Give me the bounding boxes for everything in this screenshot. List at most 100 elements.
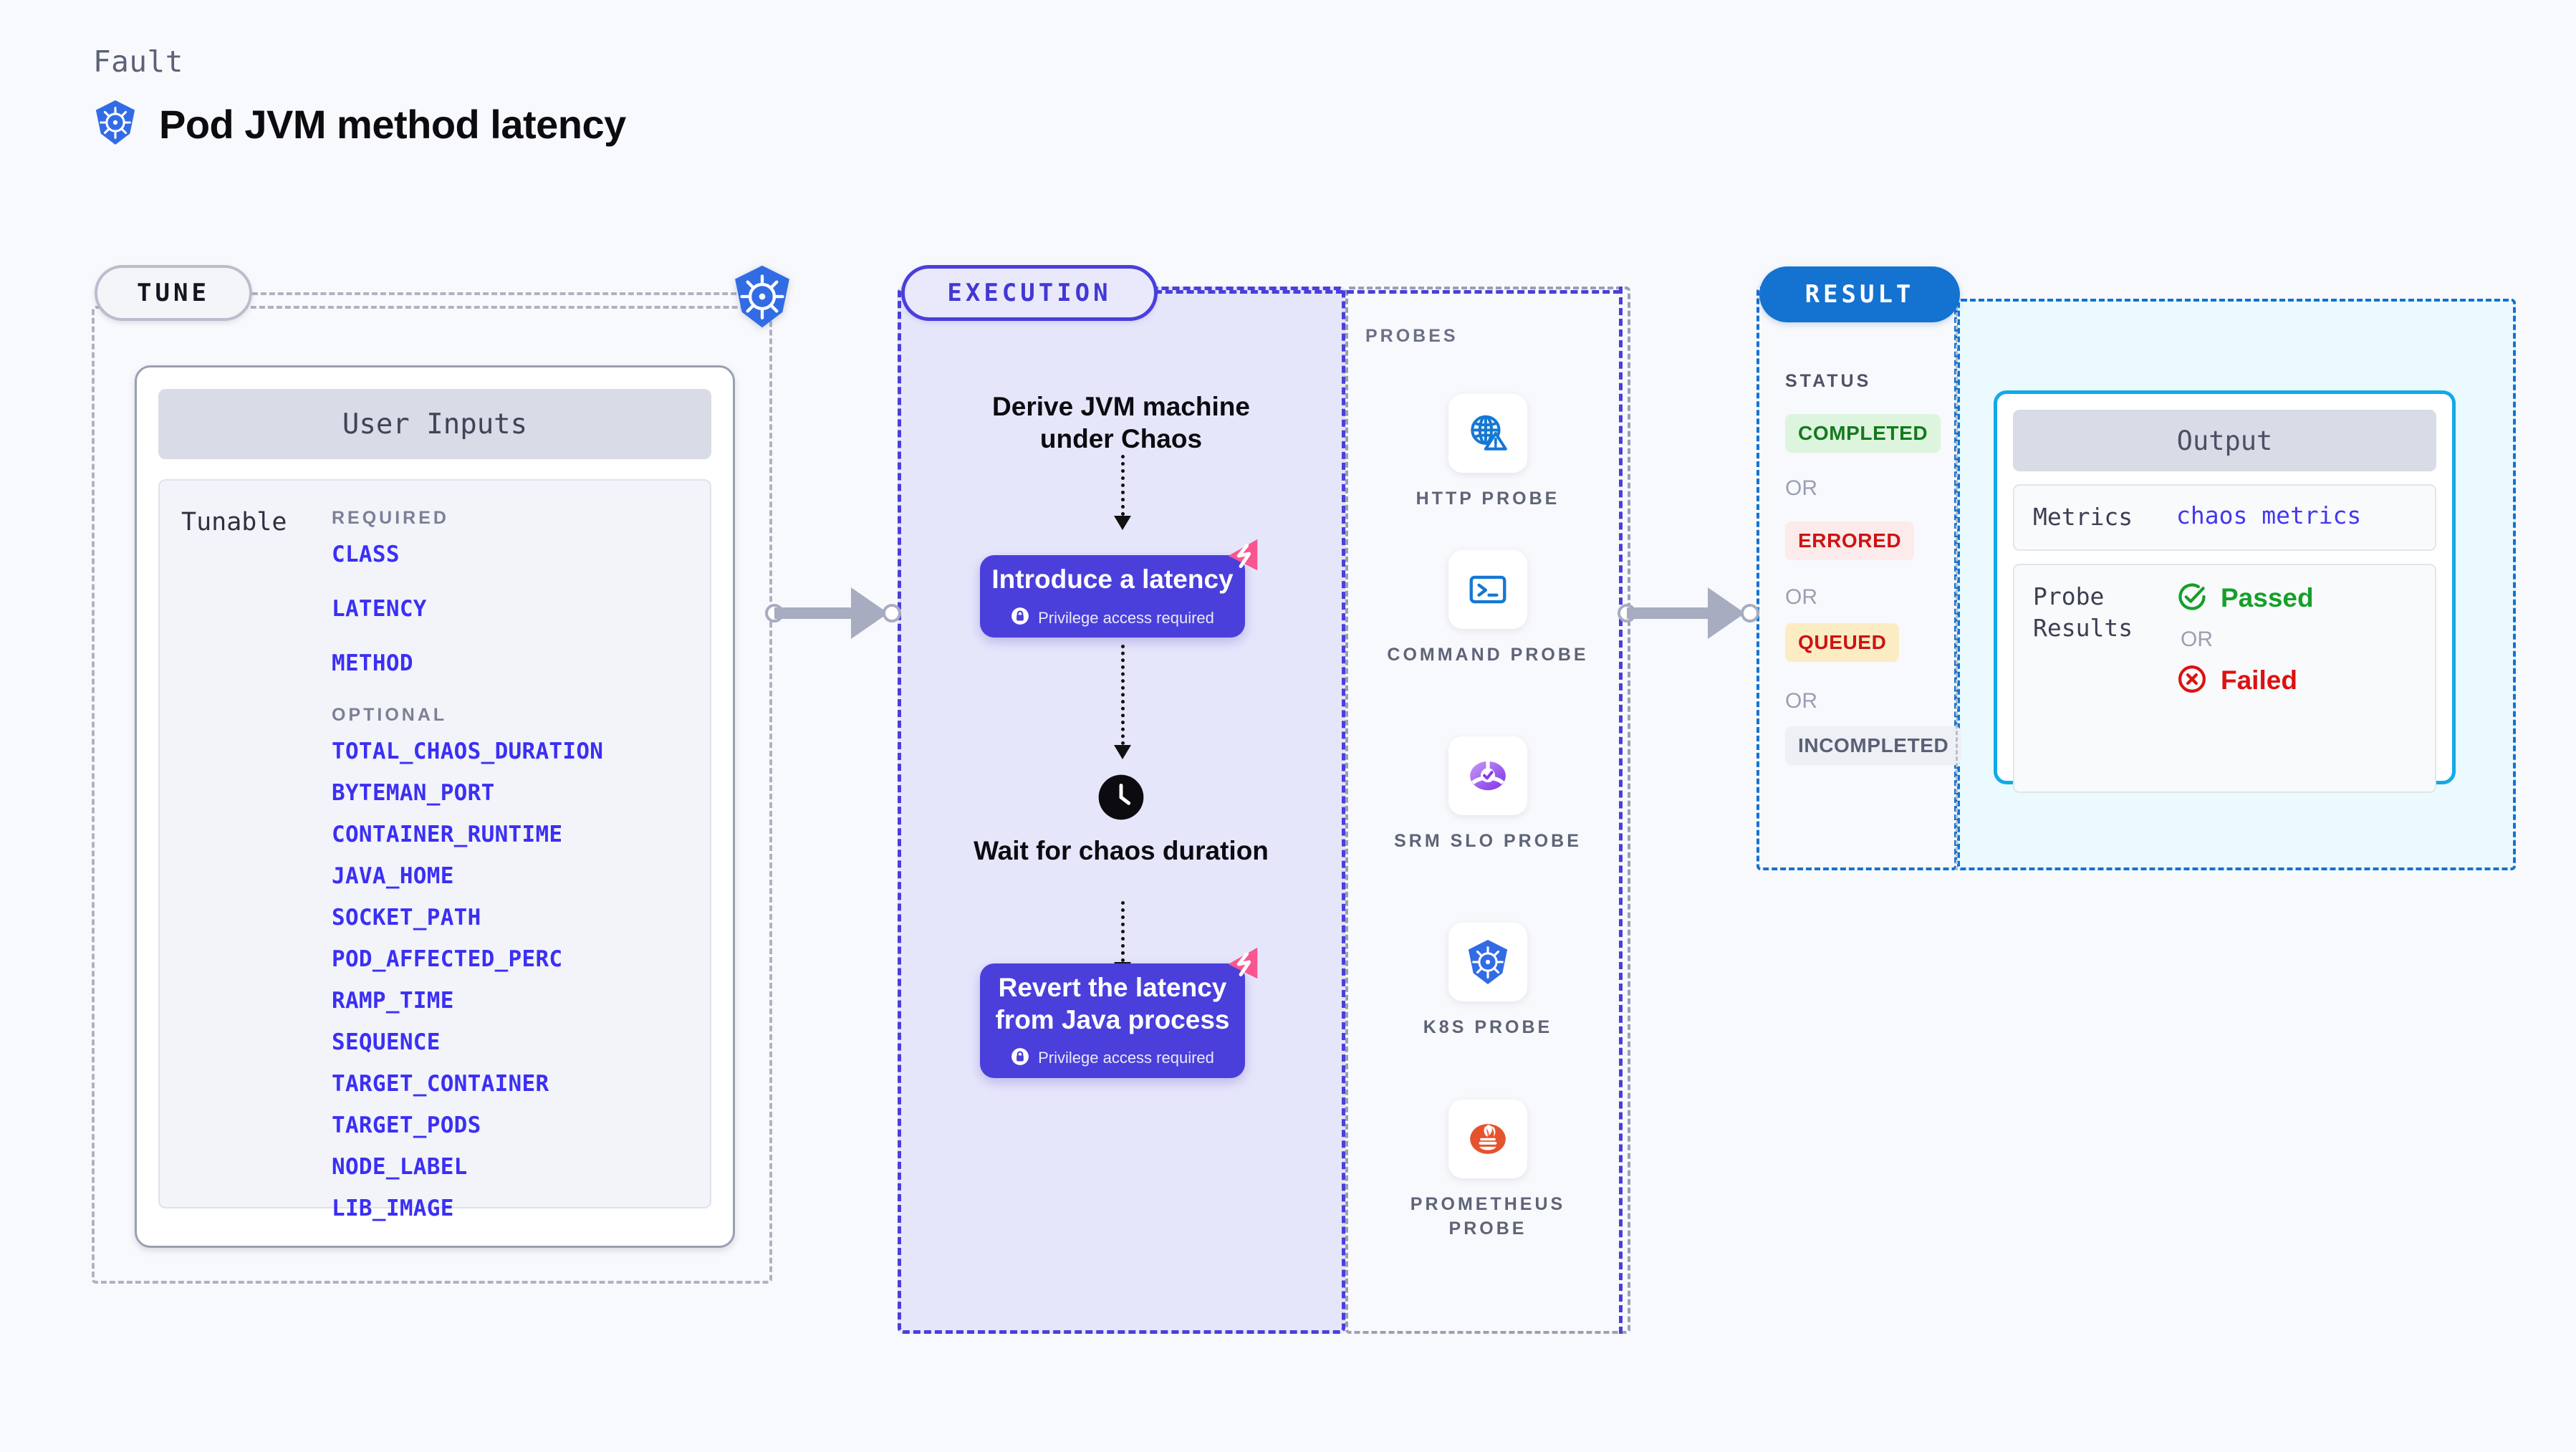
param-class[interactable]: CLASS: [332, 542, 400, 567]
param-pod-affected-perc[interactable]: POD_AFFECTED_PERC: [332, 946, 563, 972]
user-inputs-header: User Inputs: [158, 389, 711, 459]
execution-pill[interactable]: EXECUTION: [901, 265, 1158, 321]
page-eyebrow: Fault: [93, 44, 183, 79]
passed-label: Passed: [2221, 583, 2314, 613]
connector-bar: [774, 607, 860, 619]
chaos-badge-icon: [1222, 943, 1264, 985]
param-socket-path[interactable]: SOCKET_PATH: [332, 905, 481, 931]
privilege-note: Privilege access required: [1011, 1047, 1214, 1069]
status-badge-errored[interactable]: ERRORED: [1785, 521, 1915, 560]
execution-dashed-connector: [1155, 290, 1620, 294]
connector-end-dot: [1741, 604, 1759, 622]
failed-label: Failed: [2221, 665, 2297, 696]
status-or-3: OR: [1785, 689, 1817, 713]
chaos-badge-icon: [1222, 535, 1264, 577]
check-circle-icon: [2176, 581, 2208, 616]
param-lib-image[interactable]: LIB_IMAGE: [332, 1196, 454, 1221]
param-total-chaos-duration[interactable]: TOTAL_CHAOS_DURATION: [332, 739, 604, 764]
connector-arrowhead: [851, 587, 888, 639]
probe-result-failed: Failed: [2176, 663, 2314, 698]
probe-label: K8S PROBE: [1423, 1017, 1553, 1037]
probe-label: HTTP PROBE: [1416, 489, 1560, 509]
param-target-pods[interactable]: TARGET_PODS: [332, 1112, 481, 1138]
clock-icon: [1097, 774, 1145, 821]
probe-prometheus[interactable]: PROMETHEUS PROBE: [1380, 1100, 1595, 1241]
arrow-derive-to-introduce: [1114, 455, 1131, 530]
probe-result-passed: Passed: [2176, 581, 2314, 616]
param-java-home[interactable]: JAVA_HOME: [332, 863, 454, 889]
param-container-runtime[interactable]: CONTAINER_RUNTIME: [332, 822, 563, 847]
tune-dashed-connector: [252, 292, 754, 295]
probe-label: SRM SLO PROBE: [1394, 831, 1582, 851]
kubernetes-icon: [1448, 923, 1527, 1001]
privilege-text: Privilege access required: [1038, 1049, 1214, 1067]
page-header: Fault Pod JVM method latency: [93, 44, 626, 150]
terminal-icon: [1448, 550, 1527, 629]
result-pill[interactable]: RESULT: [1759, 266, 1960, 322]
connector-tune-to-execution: [765, 584, 901, 643]
param-method[interactable]: METHOD: [332, 650, 413, 676]
probe-label: PROMETHEUS PROBE: [1410, 1194, 1566, 1239]
execution-card-revert-latency[interactable]: Revert the latency from Java process Pri…: [980, 947, 1258, 1078]
result-status-right-edge: [1956, 287, 1958, 870]
kubernetes-icon: [729, 264, 795, 330]
execution-card-title: Introduce a latency: [991, 564, 1234, 594]
connector-end-dot: [883, 604, 901, 622]
probe-results-values: Passed OR Failed: [2176, 581, 2314, 698]
globe-warning-icon: [1448, 394, 1527, 473]
probes-label: PROBES: [1365, 326, 1458, 346]
execution-step-derive-label: Derive JVM machine under Chaos: [992, 392, 1250, 454]
status-label: STATUS: [1785, 371, 1872, 391]
privilege-text: Privilege access required: [1038, 608, 1214, 627]
tune-pill[interactable]: TUNE: [95, 265, 252, 321]
x-circle-icon: [2176, 663, 2208, 698]
probe-command[interactable]: COMMAND PROBE: [1380, 550, 1595, 668]
param-sequence[interactable]: SEQUENCE: [332, 1029, 441, 1055]
execution-card-title: Revert the latency from Java process: [995, 973, 1230, 1034]
srm-slo-icon: [1448, 736, 1527, 815]
connector-execution-to-result: [1618, 584, 1761, 643]
execution-panel-right-edge: [1619, 287, 1623, 1334]
probe-label: COMMAND PROBE: [1387, 645, 1589, 665]
probe-results-key: Probe Results: [2033, 582, 2133, 643]
output-header: Output: [2013, 410, 2436, 471]
connector-bar: [1627, 607, 1717, 619]
probe-result-or: OR: [2181, 627, 2213, 651]
status-badge-completed[interactable]: COMPLETED: [1785, 414, 1941, 453]
param-byteman-port[interactable]: BYTEMAN_PORT: [332, 780, 495, 806]
metrics-key: Metrics: [2033, 503, 2133, 531]
page-title: Pod JVM method latency: [159, 102, 626, 147]
status-or-2: OR: [1785, 585, 1817, 609]
output-card: Output Metrics chaos metrics Probe Resul…: [1994, 390, 2456, 793]
execution-card-introduce-latency[interactable]: Introduce a latency Privilege access req…: [980, 539, 1258, 638]
probe-srm-slo[interactable]: SRM SLO PROBE: [1380, 736, 1595, 854]
param-node-label[interactable]: NODE_LABEL: [332, 1154, 468, 1180]
status-badge-queued[interactable]: QUEUED: [1785, 623, 1900, 662]
optional-group-label: OPTIONAL: [332, 705, 448, 725]
connector-arrowhead: [1708, 587, 1745, 639]
metrics-value-link[interactable]: chaos metrics: [2176, 501, 2362, 529]
output-metrics-row: Metrics chaos metrics: [2013, 484, 2436, 551]
param-ramp-time[interactable]: RAMP_TIME: [332, 988, 454, 1014]
tunable-box: Tunable REQUIRED CLASS LATENCY METHOD OP…: [158, 479, 711, 1221]
param-target-container[interactable]: TARGET_CONTAINER: [332, 1071, 549, 1097]
user-inputs-card: User Inputs Tunable REQUIRED CLASS LATEN…: [135, 365, 735, 1248]
privilege-note: Privilege access required: [1011, 607, 1214, 629]
status-or-1: OR: [1785, 476, 1817, 500]
arrow-introduce-to-wait: [1114, 645, 1131, 759]
status-badge-incompleted[interactable]: INCOMPLETED: [1785, 726, 1962, 765]
probe-k8s[interactable]: K8S PROBE: [1380, 923, 1595, 1040]
probe-http[interactable]: HTTP PROBE: [1380, 394, 1595, 511]
result-status-panel: [1756, 287, 1957, 870]
lock-icon: [1011, 1047, 1029, 1069]
required-group-label: REQUIRED: [332, 508, 449, 528]
title-row: Pod JVM method latency: [93, 99, 626, 150]
tunable-label: Tunable: [181, 508, 287, 537]
output-probe-results-row: Probe Results Passed OR: [2013, 563, 2436, 793]
params-column: REQUIRED CLASS LATENCY METHOD OPTIONAL T…: [332, 508, 710, 1221]
lock-icon: [1011, 607, 1029, 629]
param-latency[interactable]: LATENCY: [332, 596, 427, 622]
tune-panel: [92, 306, 772, 1284]
prometheus-icon: [1448, 1100, 1527, 1178]
execution-wait-label: Wait for chaos duration: [974, 836, 1269, 865]
